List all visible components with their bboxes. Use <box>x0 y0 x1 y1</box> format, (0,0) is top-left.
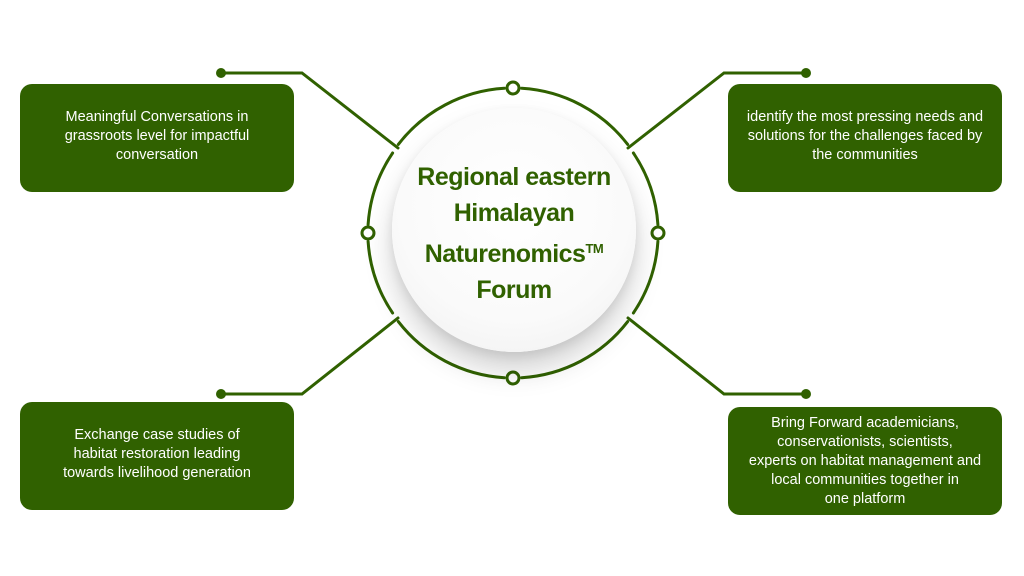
objective-text-line: conversation <box>115 147 199 163</box>
objective-text: identify the most pressing needs and sol… <box>747 108 983 165</box>
ring-arc-top-right <box>520 86 630 146</box>
ring-node-left <box>360 225 376 241</box>
ring-arc-top <box>396 86 506 146</box>
objective-box-pressing-needs: identify the most pressing needs and sol… <box>728 84 1002 192</box>
ring-arc-bottom-left <box>396 320 506 380</box>
leader-line-top-right <box>626 71 806 150</box>
objective-text-line: experts on habitat management and <box>748 452 982 469</box>
leader-line-bottom-left <box>220 316 400 396</box>
ring-node-bottom <box>505 370 521 386</box>
center-hub: Regional eastern Himalayan NaturenomicsT… <box>392 108 636 352</box>
ring-node-right <box>650 225 666 241</box>
objective-text-line: local communities together in <box>771 471 959 488</box>
ring-arc-right-lower <box>631 240 660 315</box>
objective-text-line: Exchange case studies of <box>74 427 240 443</box>
forum-title: Regional eastern Himalayan NaturenomicsT… <box>404 159 624 308</box>
forum-title-line: Regional eastern <box>417 162 611 191</box>
connector-dot-top-right <box>801 68 811 78</box>
forum-title-line: NaturenomicsTM <box>404 231 624 272</box>
objective-text-line: the communities <box>812 147 918 163</box>
objective-text-line: identify the most pressing needs and <box>746 109 984 125</box>
objective-text: Meaningful Conversations in grassroots l… <box>65 108 250 165</box>
forum-title-line: Himalayan <box>453 198 575 227</box>
ring-arc-left-upper <box>366 151 395 226</box>
connector-dot-bottom-right <box>801 389 811 399</box>
objective-text: Bring Forward academicians, conservation… <box>749 414 981 509</box>
forum-title-line: Forum <box>476 275 552 304</box>
ring-node-top <box>505 80 521 96</box>
objective-box-conversations: Meaningful Conversations in grassroots l… <box>20 84 294 192</box>
objective-box-one-platform: Bring Forward academicians, conservation… <box>728 407 1002 515</box>
objective-text-line: Bring Forward academicians, <box>771 414 959 431</box>
objective-text: Exchange case studies of habitat restora… <box>63 426 251 483</box>
objective-text-line: Meaningful Conversations in <box>65 109 249 125</box>
leader-line-bottom-right <box>626 316 806 396</box>
ring-arc-right-upper <box>631 151 660 226</box>
objective-box-case-studies: Exchange case studies of habitat restora… <box>20 402 294 510</box>
objective-text-line: conservationists, scientists, <box>777 433 953 450</box>
ring-arc-bottom-right <box>520 320 630 380</box>
objective-text-line: one platform <box>824 490 906 507</box>
objective-text-line: solutions for the challenges faced by <box>747 128 983 144</box>
trademark-mark: TM <box>585 240 604 256</box>
ring-arc-left-lower <box>366 240 395 315</box>
connector-dot-top-left <box>216 68 226 78</box>
objective-text-line: grassroots level for impactful <box>64 128 250 144</box>
leader-line-top-left <box>220 71 400 150</box>
connector-dot-bottom-left <box>216 389 226 399</box>
objective-text-line: habitat restoration leading <box>73 446 241 462</box>
forum-title-word: Naturenomics <box>424 239 586 268</box>
objective-text-line: towards livelihood generation <box>63 465 251 481</box>
